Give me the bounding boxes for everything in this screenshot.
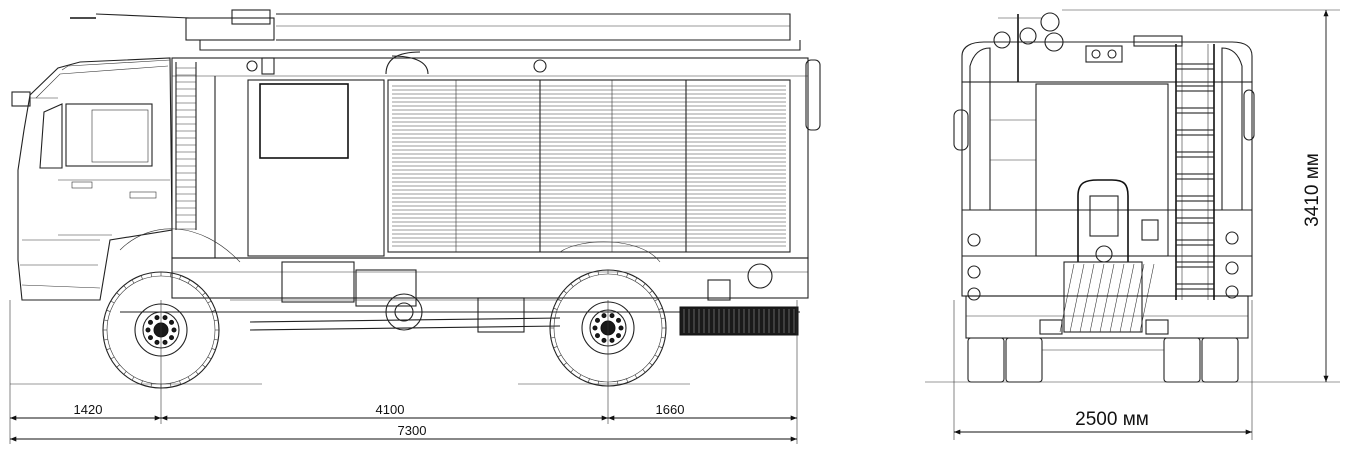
side-view: 1420 4100 1660 7300 [9, 9, 821, 444]
front-wheel [102, 271, 220, 389]
side-dimensions: 1420 4100 1660 7300 [9, 300, 798, 444]
chassis [119, 228, 800, 336]
dim-rear-overhang: 1660 [656, 402, 685, 417]
side-ladder [175, 62, 197, 230]
hose-hatching [1059, 263, 1155, 333]
dim-overall-length: 7300 [398, 423, 427, 438]
rear-view: 2500 мм 3410 мм [925, 9, 1340, 440]
rear-dimensions: 2500 мм 3410 мм [953, 9, 1340, 440]
rear-body [953, 12, 1255, 339]
rear-wheels [967, 337, 1239, 383]
dim-width: 2500 мм [1075, 409, 1149, 430]
body [70, 9, 821, 299]
roller-shutters [392, 85, 786, 247]
dim-wheelbase: 4100 [376, 402, 405, 417]
dim-front-overhang: 1420 [74, 402, 103, 417]
tank-ribs [683, 309, 795, 333]
rear-ladder [1175, 44, 1215, 300]
cab [11, 57, 173, 301]
dim-height: 3410 мм [1302, 153, 1323, 227]
